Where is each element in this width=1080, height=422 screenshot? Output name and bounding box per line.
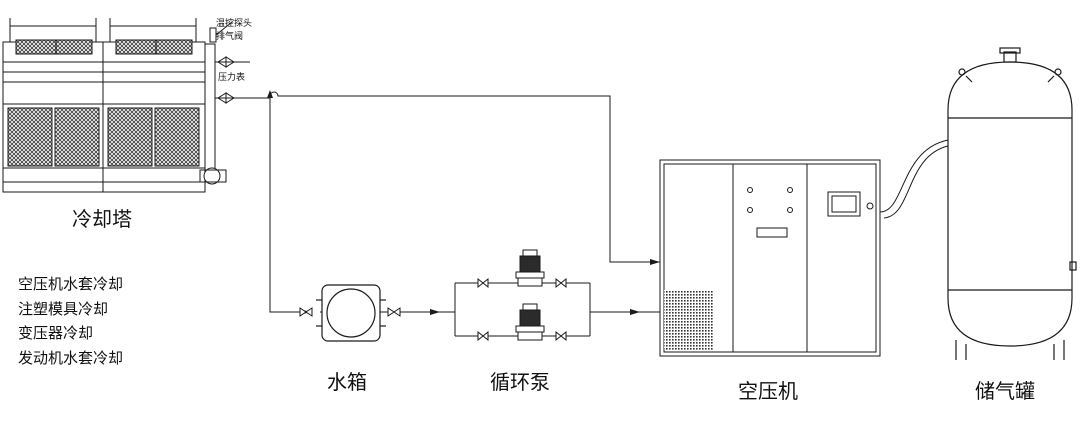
compressor-vent xyxy=(664,290,714,350)
fan-unit-right xyxy=(109,18,197,55)
application-item: 注塑模具冷却 xyxy=(18,299,109,318)
application-item: 变压器冷却 xyxy=(18,324,94,342)
label-exhaust-valve: 排气阀 xyxy=(216,32,244,42)
label-air-compressor: 空压机 xyxy=(738,379,798,403)
compressor-control-screen xyxy=(827,191,861,217)
arrow-to-compressor xyxy=(630,309,640,315)
label-cooling-tower: 冷却塔 xyxy=(72,207,132,231)
flow-arrows xyxy=(267,90,660,315)
application-item: 空压机水套冷却 xyxy=(18,275,124,293)
arrow-up-to-tower xyxy=(267,90,273,98)
compressor-knob-icon xyxy=(866,202,874,210)
water-tank xyxy=(316,284,386,342)
label-air-tank: 储气罐 xyxy=(975,379,1035,403)
fan-unit-left xyxy=(9,18,97,55)
label-water-tank: 水箱 xyxy=(327,370,367,394)
fill-panel-4 xyxy=(154,107,200,167)
applications-list: 空压机水套冷却 注塑模具冷却 变压器冷却 发动机水套冷却 xyxy=(18,272,123,370)
arrow-to-pumps xyxy=(430,309,440,315)
air-compressor xyxy=(659,159,881,357)
label-circulation-pump: 循环泵 xyxy=(490,370,550,394)
tower-pump-icon xyxy=(203,167,221,185)
air-storage-tank xyxy=(947,47,1077,360)
fill-panel-2 xyxy=(54,107,100,167)
circulation-pump-top xyxy=(515,249,545,287)
application-item: 发动机水套冷却 xyxy=(18,348,124,367)
fill-panel-3 xyxy=(107,107,153,167)
fill-panel-1 xyxy=(7,107,53,167)
label-pressure-gauge: 压力表 xyxy=(218,73,246,83)
circulation-pump-bottom xyxy=(515,303,545,341)
inline-valves xyxy=(299,277,567,342)
arrow-to-compressor-top xyxy=(650,259,660,265)
cooling-tower xyxy=(2,18,270,193)
label-temp-probe: 温控探头 xyxy=(216,19,253,29)
